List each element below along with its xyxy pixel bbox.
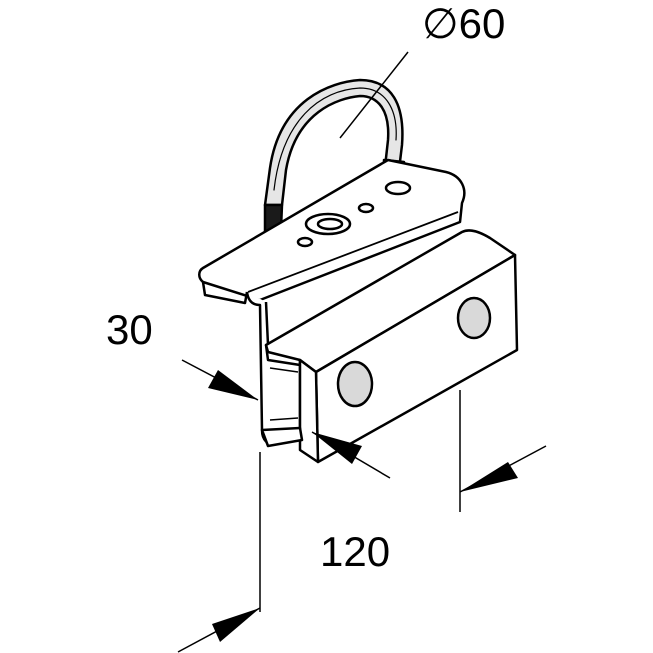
u-bolt-highlight <box>273 87 397 191</box>
side-hole-front <box>336 360 374 408</box>
small-hole-left <box>296 236 314 248</box>
channel-front-face <box>298 358 320 464</box>
diameter-dimension: ∅60 <box>339 0 505 139</box>
width-label: 120 <box>320 528 390 575</box>
bracket-body <box>198 158 519 464</box>
diameter-value: 60 <box>459 0 506 47</box>
channel-inner-line <box>269 367 299 421</box>
height-dimension: 30 <box>106 306 391 479</box>
top-plate-rim <box>201 281 249 305</box>
channel-top-lip <box>264 344 301 367</box>
height-label: 30 <box>106 306 153 353</box>
side-hole-back <box>456 296 492 340</box>
small-hole-right <box>357 202 375 214</box>
channel-bottom-lip <box>260 426 304 448</box>
top-plate-front-edge <box>247 211 459 293</box>
height-arrow-left <box>208 370 258 400</box>
width-arrow-left <box>212 608 260 642</box>
width-arrow-right <box>460 462 518 492</box>
bolt-hole-right <box>384 180 412 196</box>
width-dimension: 120 <box>177 390 547 653</box>
diameter-leader-line <box>339 51 409 139</box>
diameter-symbol: ∅ <box>422 0 459 47</box>
diameter-label: ∅60 <box>422 0 505 47</box>
slot-hole-inner <box>316 217 344 231</box>
height-arrow-right <box>312 432 362 464</box>
